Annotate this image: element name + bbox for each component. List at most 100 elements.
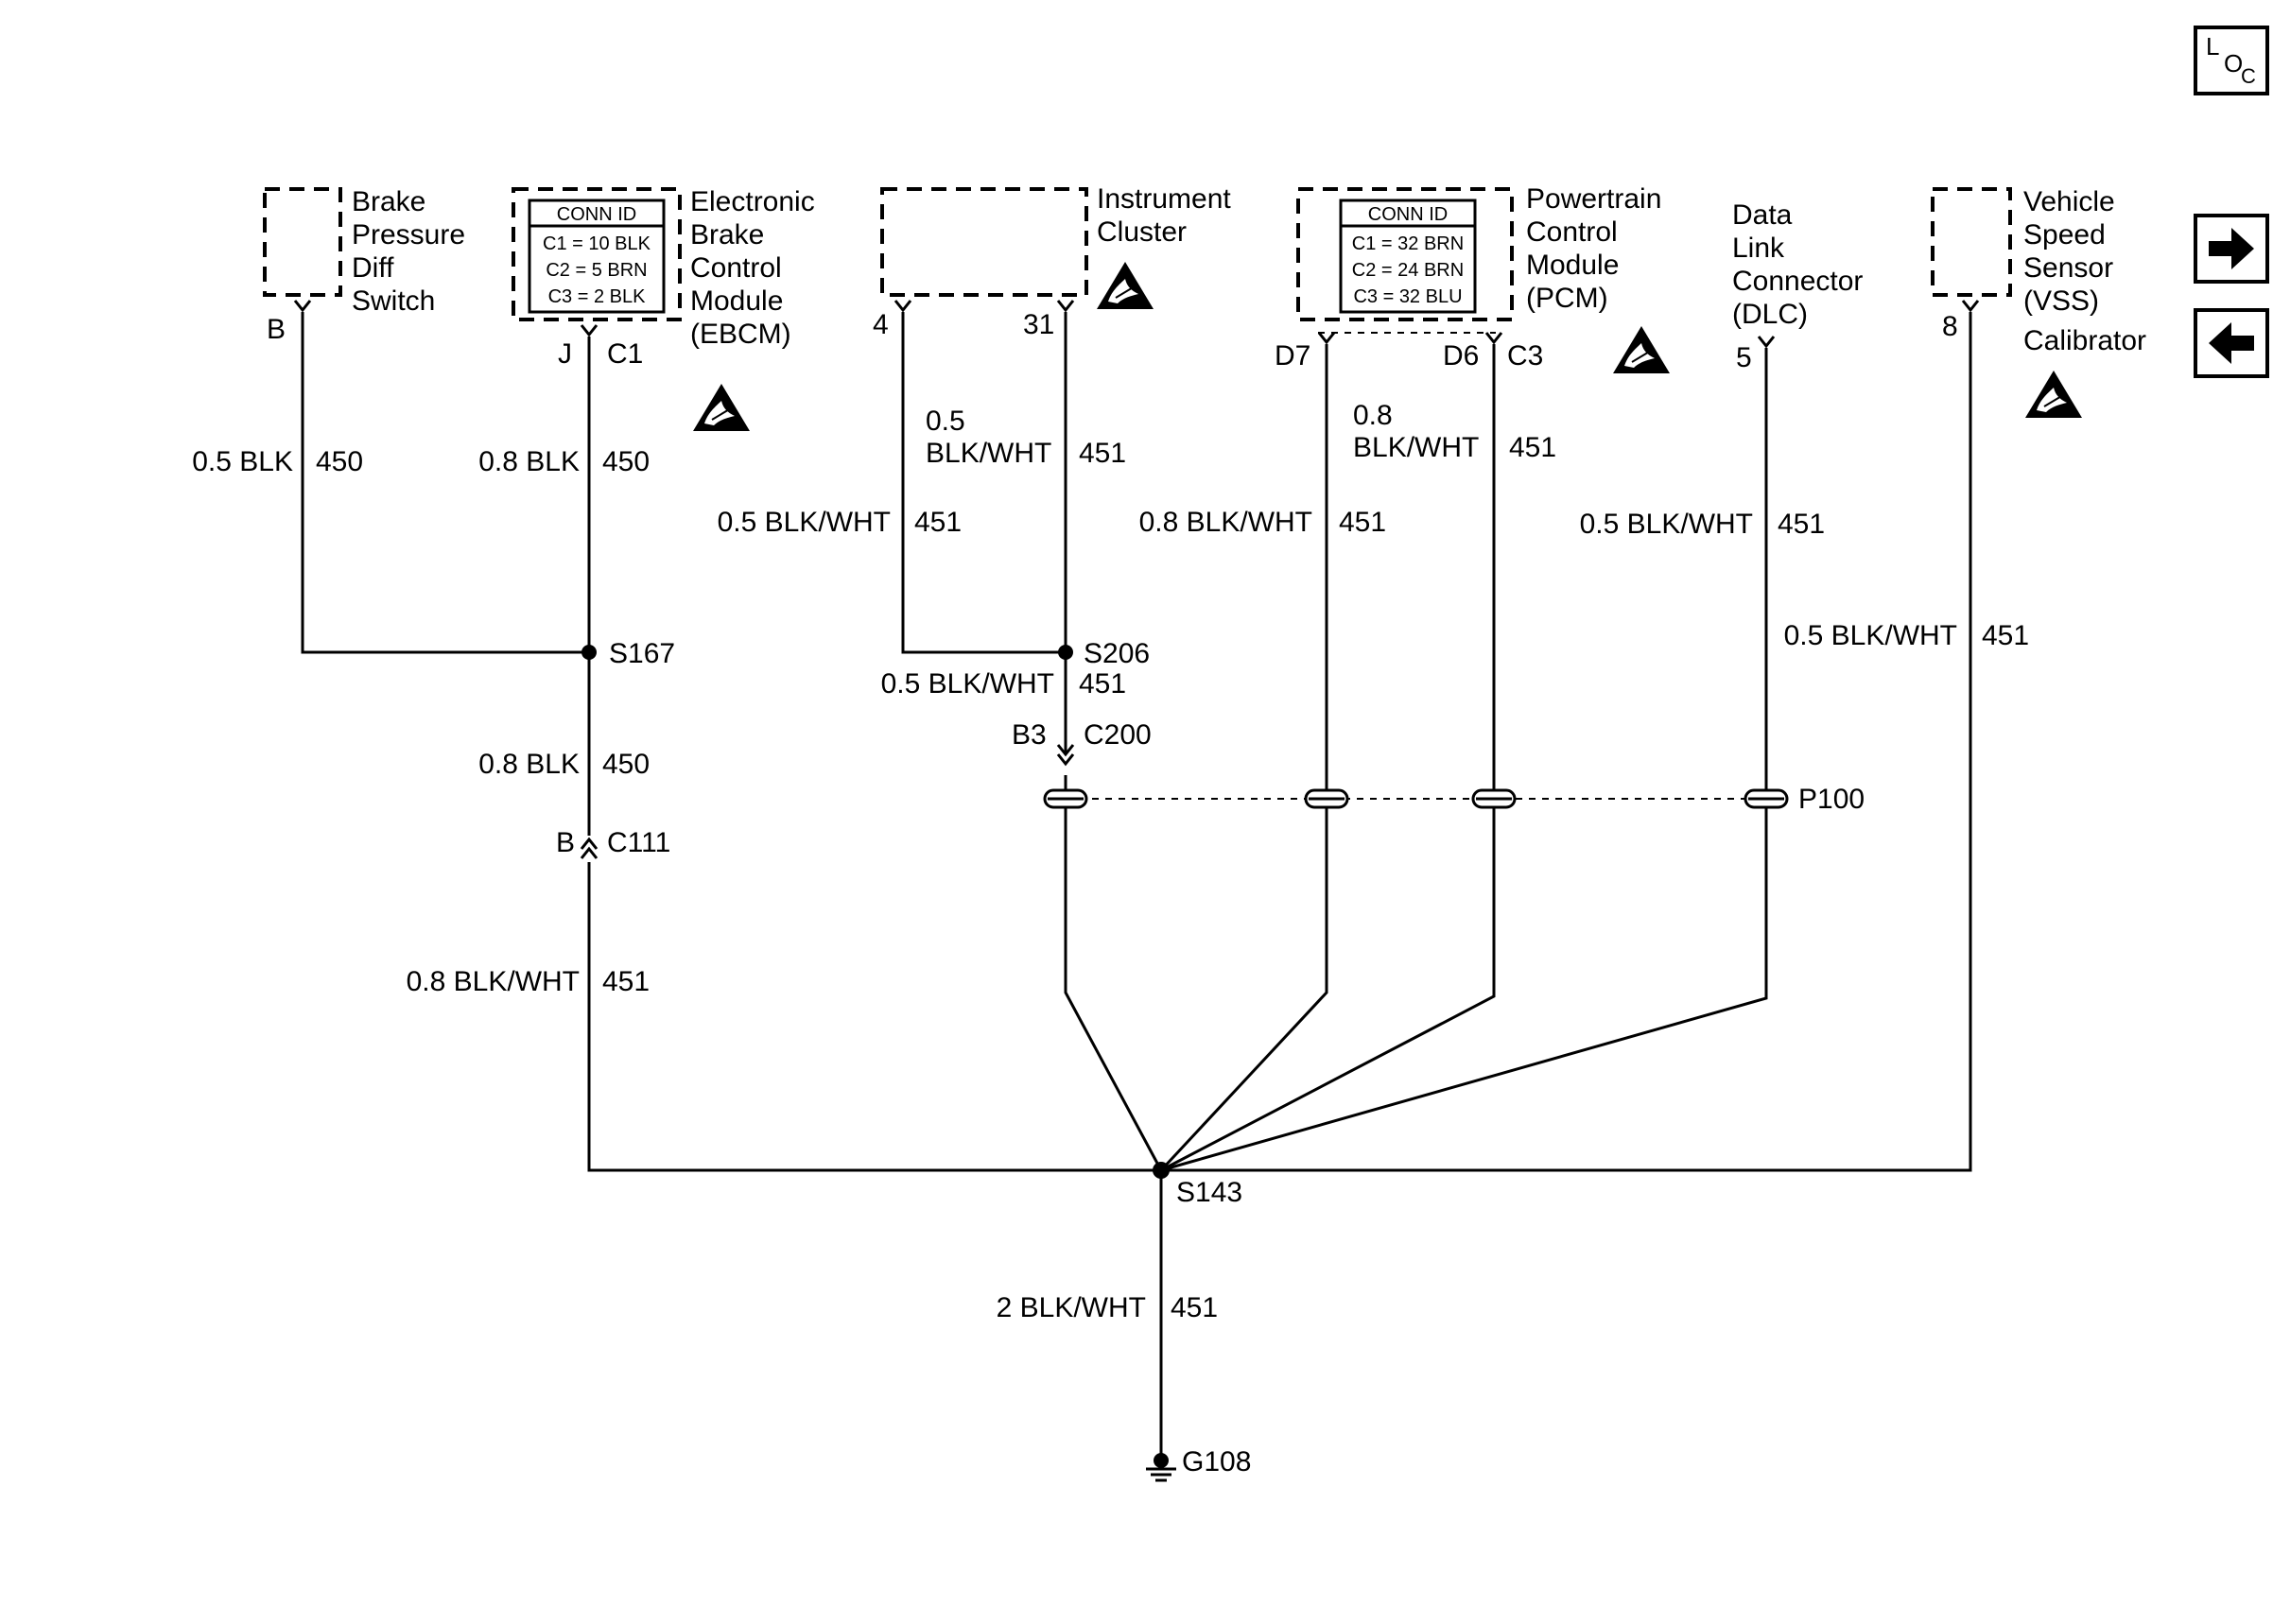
vss-pin-8: 8 (1942, 311, 1958, 342)
splice-s143 (1153, 1162, 1170, 1179)
splice-s167-label: S167 (609, 638, 675, 669)
dlc-pin-5: 5 (1736, 342, 1752, 373)
wire-size: 0.8 BLK (478, 446, 580, 477)
esd-warning-icon (2024, 370, 2083, 419)
wire-size: 0.8 BLK (478, 749, 580, 780)
pcm-conn-id-title: CONN ID (1368, 204, 1448, 225)
next-page-button[interactable] (2194, 214, 2269, 284)
cluster-pin-31: 31 (1023, 309, 1054, 340)
loc-letter-o: O (2224, 49, 2243, 78)
pcm-pin-d6: D6 (1443, 340, 1479, 371)
vss-name-3: Sensor (2023, 252, 2113, 284)
brake-switch-name-4: Switch (352, 285, 435, 317)
vss-name-2: Speed (2023, 219, 2106, 251)
wire-circuit: 451 (1079, 438, 1126, 469)
wire-size: 0.5 (926, 406, 965, 437)
wire-size: 2 BLK/WHT (997, 1292, 1146, 1323)
previous-page-button[interactable] (2194, 308, 2269, 378)
ebcm-name-2: Brake (690, 219, 764, 251)
pcm-pin-d7: D7 (1275, 340, 1310, 371)
ebcm: CONN ID C1 = 10 BLK C2 = 5 BRN C3 = 2 BL… (512, 186, 815, 432)
esd-warning-icon (1096, 261, 1154, 310)
location-button[interactable]: L O C (2194, 26, 2269, 95)
wire-size: BLK/WHT (926, 438, 1051, 469)
cluster-pin-4: 4 (873, 309, 889, 340)
p100-passthrough: P100 (1043, 784, 1865, 815)
ebcm-conn-row-1: C1 = 10 BLK (543, 233, 651, 254)
pcm-name-1: Powertrain (1526, 183, 1661, 215)
instrument-cluster: Instrument Cluster 4 31 (873, 183, 1231, 340)
brake-switch-pin: B (267, 314, 286, 345)
pcm-conn-row-2: C2 = 24 BRN (1352, 260, 1464, 281)
wire-circuit: 451 (1509, 432, 1556, 463)
esd-warning-icon (692, 383, 751, 432)
wire-circuit: 451 (1339, 507, 1386, 538)
vss-name-1: Vehicle (2023, 186, 2115, 217)
c200-pin-b3: B3 (1012, 719, 1047, 751)
wire-size: 0.8 (1353, 400, 1393, 431)
c111-label: C111 (607, 827, 670, 858)
arrow-right-icon (2209, 228, 2254, 269)
wire-size: 0.5 BLK/WHT (1784, 620, 1957, 651)
wire-circuit: 451 (1171, 1292, 1218, 1323)
wire-size: 0.8 BLK/WHT (407, 966, 580, 997)
wire-size: 0.5 BLK/WHT (1580, 509, 1753, 540)
splice-s143-label: S143 (1176, 1177, 1242, 1208)
wire-circuit: 451 (1079, 668, 1126, 700)
wire-circuit: 451 (602, 966, 650, 997)
pcm-name-4: (PCM) (1526, 283, 1608, 314)
pcm-conn-row-3: C3 = 32 BLU (1353, 286, 1462, 307)
wire-size: 0.5 BLK/WHT (718, 507, 891, 538)
data-link-connector: Data Link Connector (DLC) 5 (1732, 199, 1863, 373)
vss-name-4: (VSS) (2023, 285, 2099, 317)
brake-pressure-diff-switch: Brake Pressure Diff Switch B (263, 186, 465, 345)
cluster-name-1: Instrument (1097, 183, 1231, 215)
pcm: CONN ID C1 = 32 BRN C2 = 24 BRN C3 = 32 … (1275, 183, 1671, 374)
wire-circuit: 450 (602, 446, 650, 477)
loc-letter-c: C (2241, 64, 2256, 88)
wire-size: 0.5 BLK (192, 446, 293, 477)
ebcm-pin-j: J (558, 338, 572, 370)
dlc-name-4: (DLC) (1732, 299, 1808, 330)
splice-s167 (581, 645, 597, 660)
splice-s206 (1058, 645, 1073, 660)
wire-labels: 0.5 BLK 450 0.8 BLK 450 0.5 BLK/WHT 451 … (192, 400, 2029, 1323)
brake-switch-name-3: Diff (352, 252, 394, 284)
ebcm-name-5: (EBCM) (690, 319, 791, 350)
arrow-left-icon (2209, 322, 2254, 364)
brake-switch-name-1: Brake (352, 186, 425, 217)
ground-g108: G108 (1146, 1446, 1251, 1482)
cluster-name-2: Cluster (1097, 216, 1187, 248)
splice-s206-label: S206 (1084, 638, 1150, 669)
loc-letter-l: L (2206, 32, 2219, 60)
esd-warning-icon (1612, 325, 1671, 374)
ebcm-conn-id-title: CONN ID (557, 204, 636, 225)
dlc-name-2: Link (1732, 233, 1785, 264)
ebcm-conn-row-2: C2 = 5 BRN (546, 260, 647, 281)
pcm-name-2: Control (1526, 216, 1618, 248)
c200-label: C200 (1084, 719, 1152, 751)
wires (301, 312, 1972, 1454)
p100-label: P100 (1798, 784, 1865, 815)
wire-size: BLK/WHT (1353, 432, 1479, 463)
ebcm-name-3: Control (690, 252, 782, 284)
ebcm-name-4: Module (690, 285, 783, 317)
dlc-name-3: Connector (1732, 266, 1863, 297)
brake-switch-name-2: Pressure (352, 219, 465, 251)
wire-circuit: 451 (1982, 620, 2029, 651)
dlc-name-1: Data (1732, 199, 1793, 231)
pcm-name-3: Module (1526, 250, 1619, 281)
ebcm-name-1: Electronic (690, 186, 815, 217)
c111-pin-b: B (556, 827, 575, 858)
wire-size: 0.8 BLK/WHT (1139, 507, 1312, 538)
vss-name-5: Calibrator (2023, 325, 2146, 356)
wire-circuit: 451 (1778, 509, 1825, 540)
wire-size: 0.5 BLK/WHT (881, 668, 1054, 700)
ground-label: G108 (1182, 1446, 1251, 1477)
pcm-conn-c3: C3 (1507, 340, 1543, 371)
ebcm-conn-row-3: C3 = 2 BLK (548, 286, 647, 307)
wire-circuit: 451 (914, 507, 962, 538)
pcm-conn-row-1: C1 = 32 BRN (1352, 233, 1464, 254)
ebcm-pin-c1: C1 (607, 338, 643, 370)
